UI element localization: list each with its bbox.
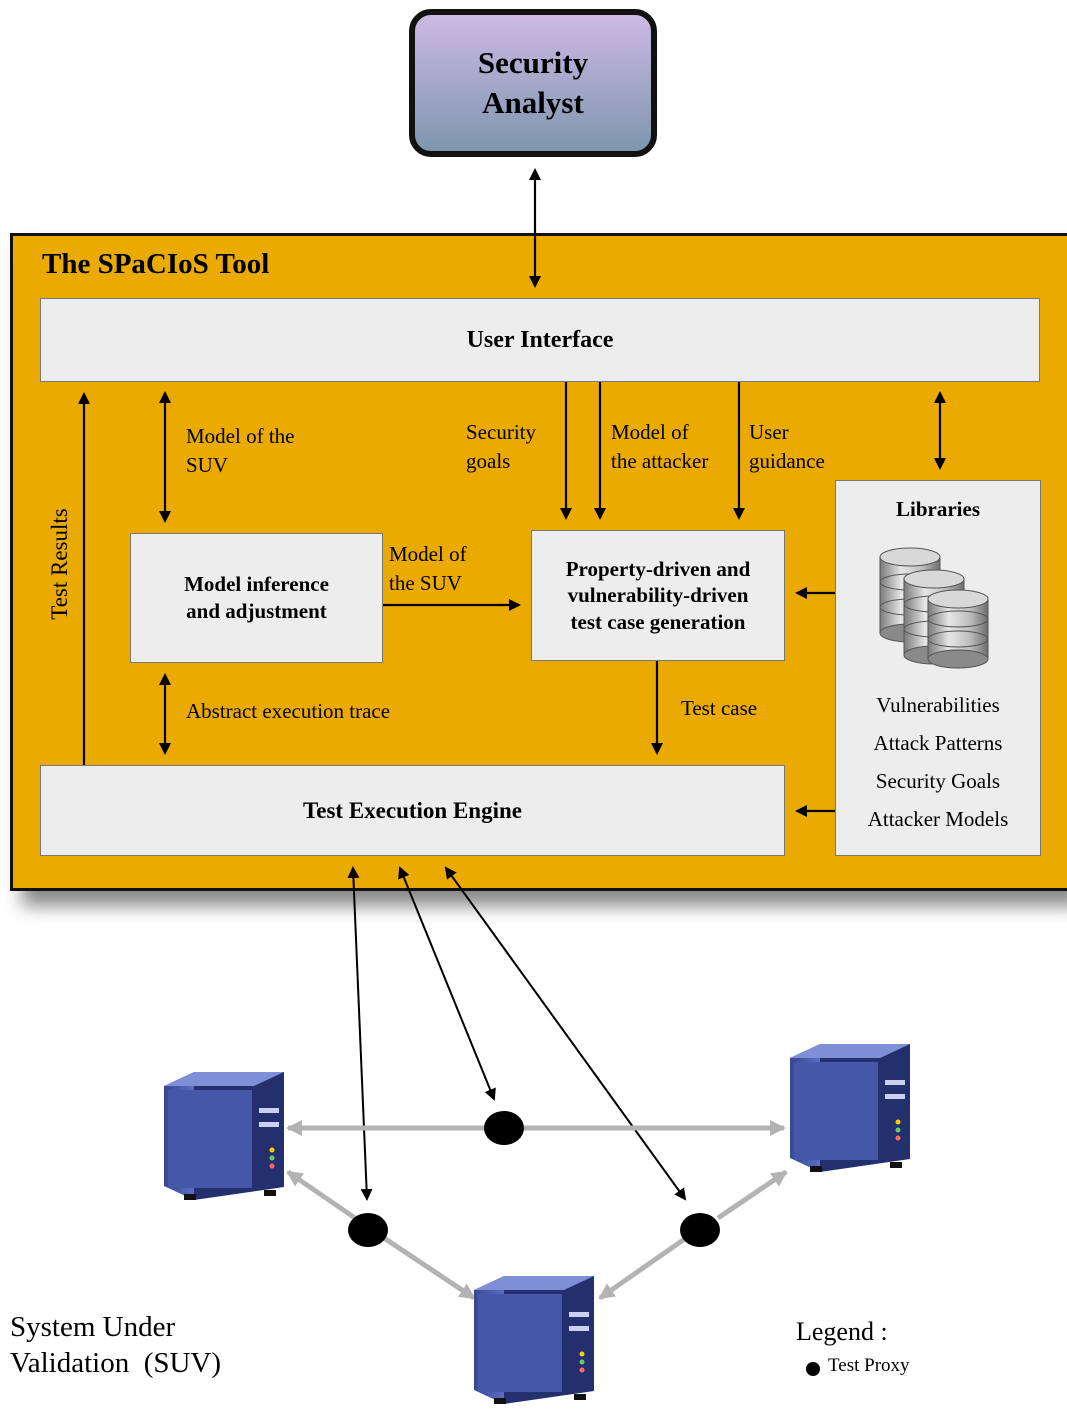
- suv-link: [382, 1235, 476, 1301]
- test-execution-engine-box: Test Execution Engine: [40, 765, 785, 856]
- legend-item-test-proxy: Test Proxy: [828, 1355, 910, 1376]
- libraries-title: Libraries: [896, 497, 980, 521]
- test-proxy-dot: [680, 1213, 720, 1247]
- suv-label: System Under Validation (SUV): [10, 1311, 222, 1379]
- test-case-generation-box: Property-driven and vulnerability-driven…: [531, 530, 785, 661]
- library-item: Attack Patterns: [873, 731, 1003, 755]
- tool-title: The SPaCIoS Tool: [42, 248, 270, 280]
- user-interface-box: User Interface: [40, 298, 1040, 382]
- library-item: Security Goals: [875, 769, 1001, 793]
- model-inference-label: Model inference and adjustment: [184, 571, 329, 623]
- legend-proxy-dot-icon: [806, 1362, 820, 1376]
- test-case-generation-label: Property-driven and vulnerability-driven…: [565, 556, 751, 634]
- test-proxy-dot: [484, 1111, 524, 1145]
- security-analyst-box: Security Analyst: [409, 9, 657, 157]
- label-model-of-suv: Model of the SUV: [186, 424, 295, 477]
- test-proxy-dot: [348, 1213, 388, 1247]
- model-inference-box: Model inference and adjustment: [130, 533, 383, 663]
- libraries-box: Libraries: [835, 480, 1041, 856]
- test-execution-engine-label: Test Execution Engine: [303, 797, 522, 823]
- label-abstract-execution-trace: Abstract execution trace: [186, 699, 391, 723]
- user-interface-label: User Interface: [466, 326, 614, 353]
- label-user-guidance: User guidance: [749, 420, 825, 473]
- legend-title: Legend :: [796, 1317, 888, 1346]
- database-stack-icon: [879, 547, 989, 669]
- suv-link: [286, 1169, 357, 1221]
- server-tower-icon: [474, 1276, 594, 1404]
- library-item: Vulnerabilities: [876, 693, 1000, 717]
- arrow-engine-proxy-left: [347, 866, 373, 1201]
- suv-link: [598, 1235, 688, 1301]
- security-analyst-label: Security Analyst: [477, 44, 589, 120]
- library-item: Attacker Models: [867, 807, 1009, 831]
- server-tower-icon: [790, 1044, 910, 1172]
- arrow-engine-proxy-top: [398, 866, 496, 1101]
- suv-link: [716, 1169, 788, 1221]
- label-model-of-suv-mid: Model of the SUV: [389, 542, 467, 595]
- label-test-case: Test case: [681, 696, 758, 720]
- label-model-of-attacker: Model of the attacker: [611, 420, 709, 473]
- label-security-goals: Security goals: [466, 420, 536, 473]
- arrow-engine-proxy-right: [444, 866, 687, 1201]
- server-tower-icon: [164, 1072, 284, 1200]
